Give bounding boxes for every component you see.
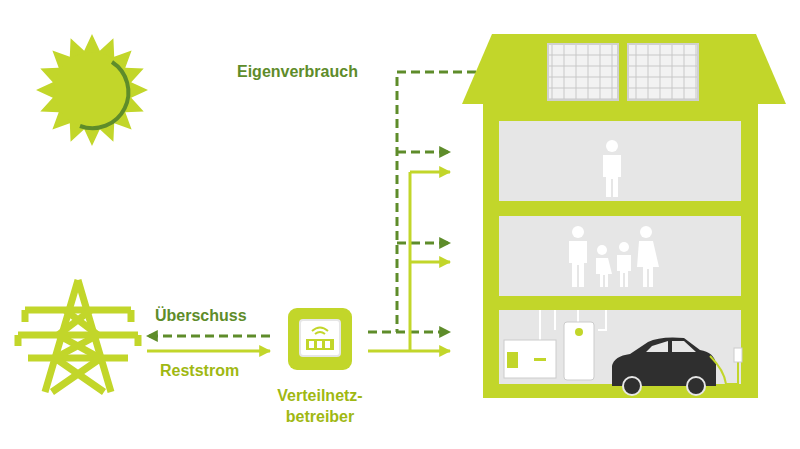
surplus-arrow (147, 335, 270, 338)
supply-lines (368, 72, 490, 351)
power-pylon (18, 280, 138, 392)
basement-equipment (504, 310, 742, 395)
meter-icon (287, 307, 353, 371)
operator-heading: Verteilnetz- betreiber (277, 385, 362, 427)
residents (569, 140, 659, 287)
house (462, 34, 786, 398)
residual-arrow (147, 350, 270, 353)
self-consumption-label: Eigenverbrauch (237, 62, 358, 82)
grid-operator-meter: Verteilnetz- betreiber (287, 307, 353, 371)
sun (36, 34, 148, 146)
residual-label: Reststrom (160, 361, 239, 381)
surplus-label: Überschuss (155, 306, 247, 326)
